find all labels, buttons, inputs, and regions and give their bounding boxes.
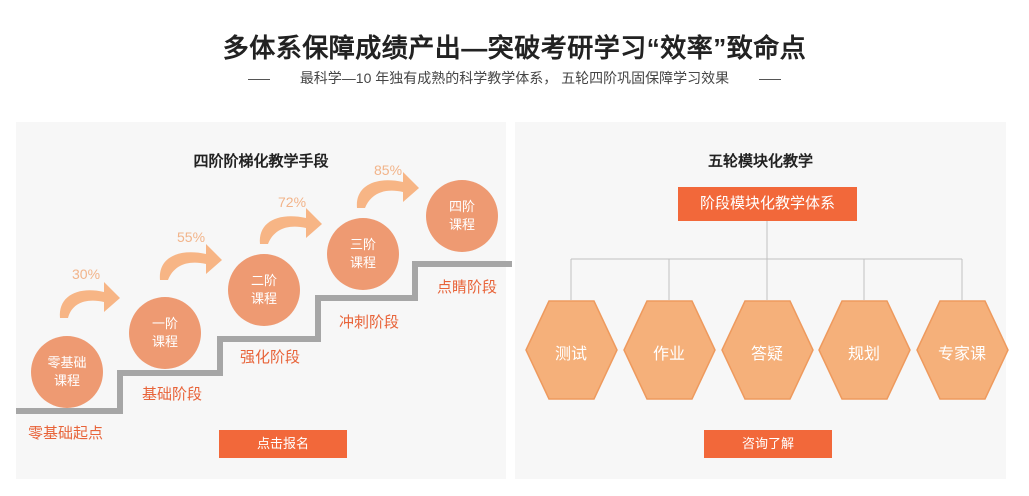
circle-line2: 课程 [53,373,80,388]
stage-circle-4: 四阶 课程 [426,180,498,252]
stage-circle-3: 三阶 课程 [327,218,399,290]
module-label-expert: 专家课 [937,346,986,363]
percent-label-1: 30% [72,266,101,282]
hexagon-5 [916,300,1009,400]
percent-label-3: 72% [278,194,307,210]
subtitle-right-dash [759,78,782,80]
module-label-test: 测试 [554,346,587,363]
stage-label-0: 零基础起点 [28,425,104,442]
module-label-qa: 答疑 [750,346,783,363]
five-module-title: 五轮模块化教学 [707,153,813,170]
register-button[interactable]: 点击报名 [219,430,347,458]
stage-label-1: 基础阶段 [142,386,203,403]
system-box: 阶段模块化教学体系 [678,187,857,221]
circle-line2: 课程 [151,334,178,349]
progress-arrow-1 [59,282,120,318]
staircase-line [16,261,512,414]
circle-line1: 三阶 [349,237,376,252]
consult-button[interactable]: 咨询了解 [704,430,832,458]
subtitle-text: 最科学—10 年独有成熟的科学教学体系， 五轮四阶巩固保障学习效果 [299,70,730,86]
hexagon-4 [818,300,911,400]
stage-label-4: 点睛阶段 [437,279,498,296]
circle-line2: 课程 [250,291,277,306]
page-subtitle: 最科学—10 年独有成熟的科学教学体系， 五轮四阶巩固保障学习效果 [0,68,1029,88]
circle-line1: 二阶 [250,273,277,288]
stage-circle-2: 二阶 课程 [228,254,300,326]
module-label-homework: 作业 [652,346,685,363]
module-label-plan: 规划 [847,346,880,363]
hexagon-3 [721,300,814,400]
progress-arrows [59,172,419,318]
circle-line2: 课程 [448,217,475,232]
stage-label-2: 强化阶段 [240,349,301,366]
hexagon-1 [525,300,618,400]
page-title: 多体系保障成绩产出—突破考研学习“效率”致命点 [222,33,807,63]
circle-line2: 课程 [349,255,376,270]
circle-line1: 四阶 [448,199,475,214]
progress-arrow-3 [259,208,322,244]
module-connectors [570,221,963,300]
progress-arrow-2 [159,244,222,280]
stage-circle-1: 一阶 课程 [129,297,201,369]
circle-line1: 零基础 [47,355,87,370]
circle-line1: 一阶 [151,316,178,331]
hexagon-2 [623,300,716,400]
progress-arrow-4 [356,172,419,208]
four-stage-title: 四阶阶梯化教学手段 [193,153,329,170]
module-hexagons [525,300,1009,400]
percent-label-2: 55% [177,229,206,245]
stage-circle-0: 零基础 课程 [31,336,103,408]
percent-label-4: 85% [374,162,403,178]
stage-label-3: 冲刺阶段 [339,314,400,331]
subtitle-left-dash [247,78,270,80]
